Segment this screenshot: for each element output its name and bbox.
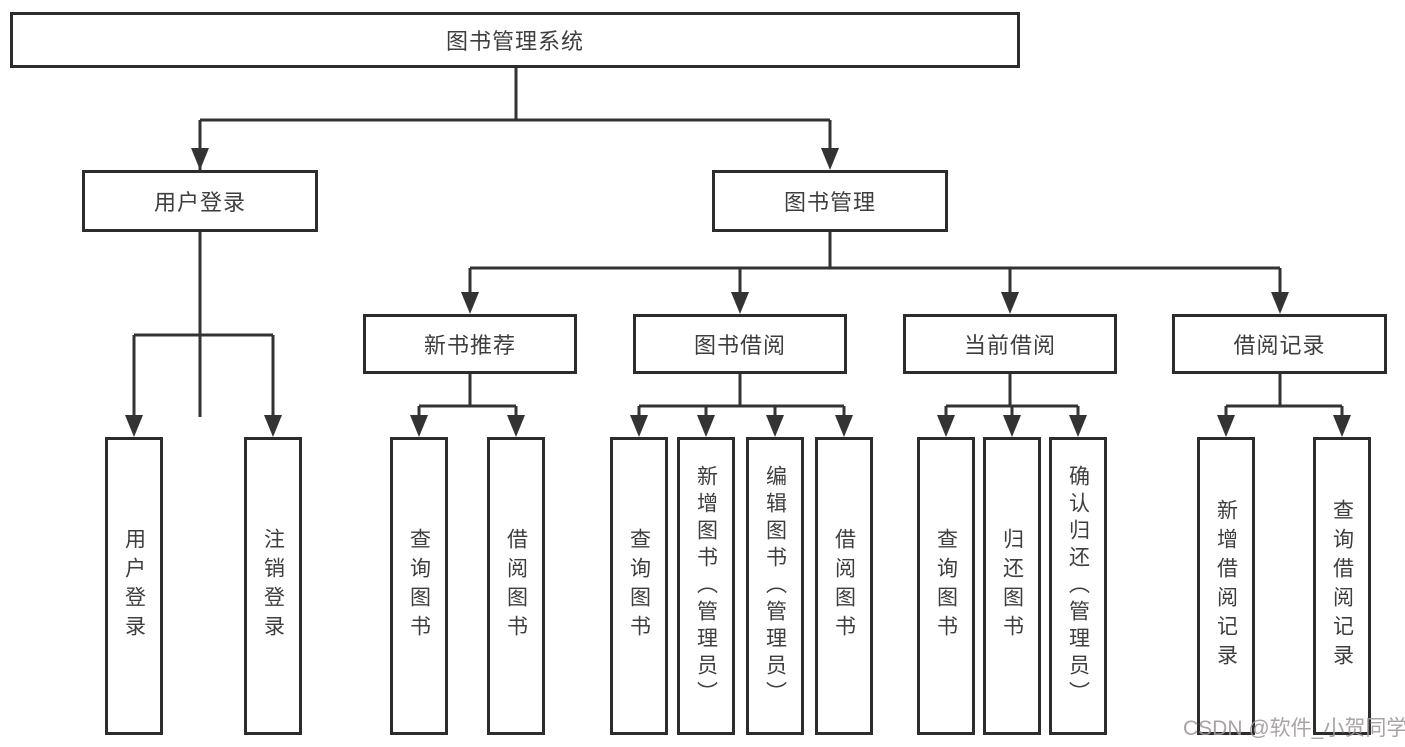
leaf-borrow-query-books: 查询图书 [610, 437, 668, 735]
leaf-borrow-edit-books-admin: 编辑图书（管理员） [746, 437, 804, 735]
node-current-borrow: 当前借阅 [903, 314, 1117, 374]
leaf-newrec-borrow-books: 借阅图书 [487, 437, 545, 735]
leaf-logout: 注销登录 [244, 437, 302, 735]
leaf-newrec-query-books: 查询图书 [390, 437, 448, 735]
leaf-user-login: 用户登录 [105, 437, 163, 735]
leaf-records-query-record-label: 查询借阅记录 [1330, 499, 1354, 673]
leaf-current-return-books-label: 归还图书 [1000, 528, 1024, 644]
node-user-login: 用户登录 [82, 170, 318, 232]
connector-book-mgmt-to-level2 [468, 232, 1282, 296]
leaf-newrec-borrow-books-label: 借阅图书 [504, 528, 528, 644]
leaf-borrow-query-books-label: 查询图书 [627, 528, 651, 644]
leaf-borrow-borrow-books-label: 借阅图书 [832, 528, 856, 644]
node-borrow-records: 借阅记录 [1172, 314, 1387, 374]
node-new-book-rec: 新书推荐 [363, 314, 577, 374]
leaf-current-return-books: 归还图书 [983, 437, 1041, 735]
connector-new-rec-group [417, 374, 518, 419]
node-current-borrow-label: 当前借阅 [963, 333, 1056, 358]
node-book-mgmt-label: 图书管理 [783, 190, 876, 215]
node-root-label: 图书管理系统 [445, 29, 584, 54]
leaf-records-query-record: 查询借阅记录 [1313, 437, 1371, 735]
node-root: 图书管理系统 [10, 12, 1020, 68]
leaf-newrec-query-books-label: 查询图书 [407, 528, 431, 644]
node-book-borrow-label: 图书借阅 [693, 333, 786, 358]
leaf-borrow-add-books-admin: 新增图书（管理员） [677, 437, 735, 735]
csdn-watermark: CSDN @软件_小贺同学 [1183, 717, 1405, 740]
leaf-borrow-borrow-books: 借阅图书 [815, 437, 873, 735]
leaf-current-query-books-label: 查询图书 [934, 528, 958, 644]
leaf-logout-label: 注销登录 [261, 528, 285, 644]
node-book-borrow: 图书借阅 [633, 314, 847, 374]
connector-current-borrow-group [944, 374, 1080, 419]
node-borrow-records-label: 借阅记录 [1233, 333, 1326, 358]
node-new-book-rec-label: 新书推荐 [423, 333, 516, 358]
leaf-records-add-record: 新增借阅记录 [1197, 437, 1255, 735]
leaf-current-query-books: 查询图书 [917, 437, 975, 735]
node-book-mgmt: 图书管理 [712, 170, 948, 232]
connector-user-login-group [132, 232, 275, 419]
leaf-borrow-add-books-admin-label: 新增图书（管理员） [694, 464, 718, 708]
node-user-login-label: 用户登录 [153, 190, 246, 215]
leaf-current-confirm-return-admin: 确认归还（管理员） [1049, 437, 1107, 735]
leaf-borrow-edit-books-admin-label: 编辑图书（管理员） [763, 464, 787, 708]
connector-records-group [1224, 374, 1344, 419]
connector-book-borrow-group [637, 374, 846, 419]
leaf-current-confirm-return-admin-label: 确认归还（管理员） [1066, 464, 1090, 708]
leaf-records-add-record-label: 新增借阅记录 [1214, 499, 1238, 673]
leaf-user-login-label: 用户登录 [122, 528, 146, 644]
